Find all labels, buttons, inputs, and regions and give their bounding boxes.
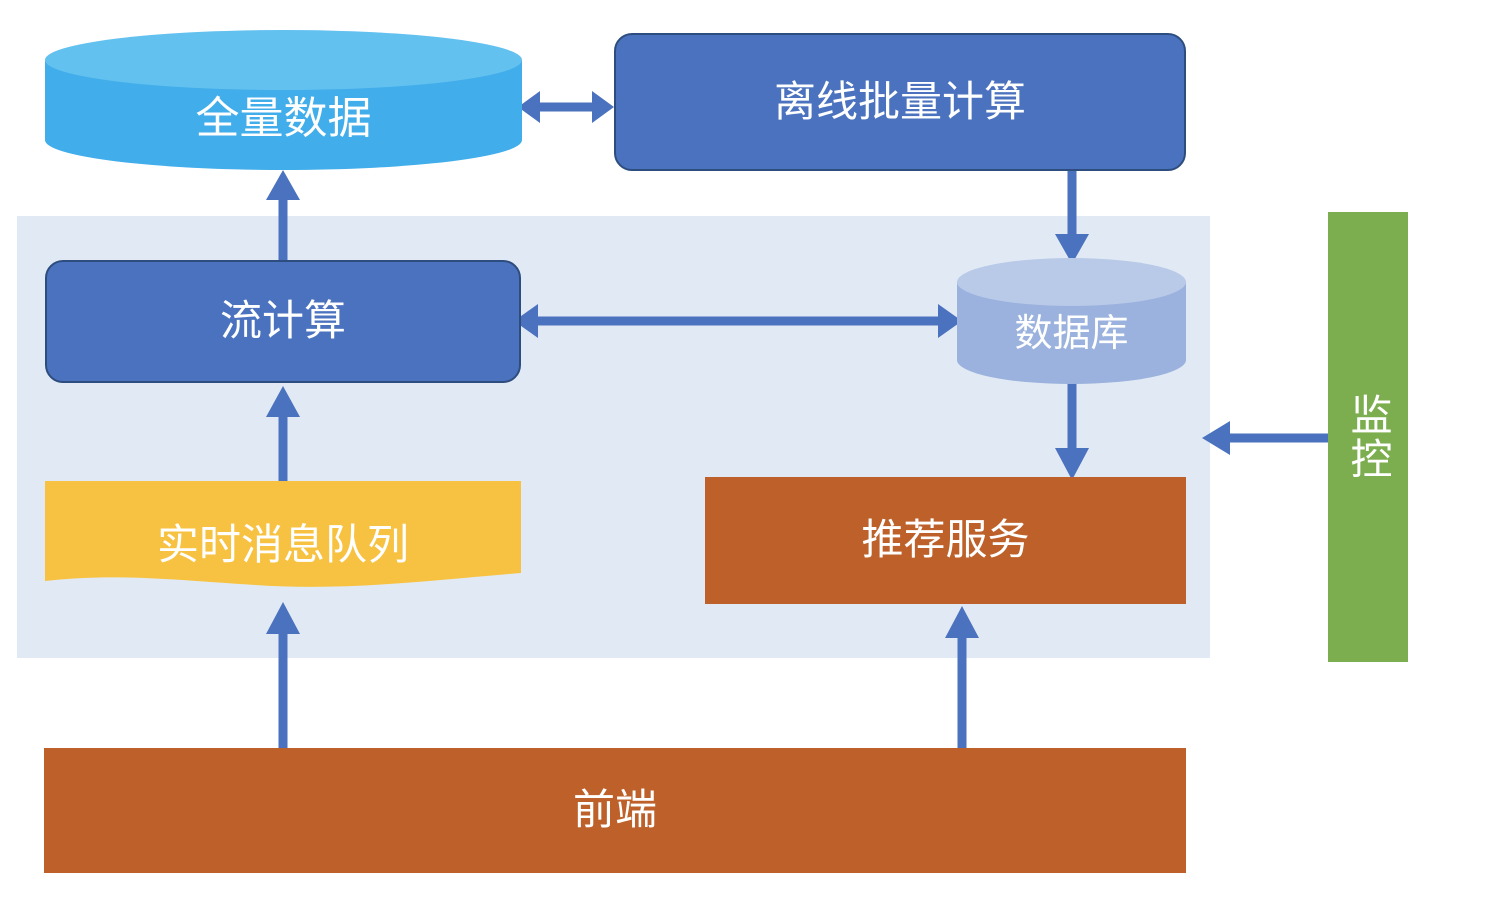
node-stream-compute[interactable]: 流计算 bbox=[45, 260, 521, 383]
node-offline-batch-label: 离线批量计算 bbox=[773, 77, 1026, 125]
node-database[interactable]: 数据库 bbox=[957, 258, 1186, 384]
node-recommend-service-label: 推荐服务 bbox=[861, 516, 1030, 564]
edge-frontend-to-recommend bbox=[941, 600, 983, 750]
node-frontend[interactable]: 前端 bbox=[44, 748, 1186, 873]
node-offline-batch[interactable]: 离线批量计算 bbox=[614, 33, 1186, 171]
node-stream-compute-label: 流计算 bbox=[219, 297, 346, 345]
node-monitoring-label: 监控 bbox=[1345, 393, 1393, 481]
node-database-label: 数据库 bbox=[1014, 313, 1129, 355]
node-full-data-label: 全量数据 bbox=[195, 94, 372, 143]
edge-fulldata-offlinebatch bbox=[516, 86, 616, 128]
edge-monitoring-to-platform bbox=[1200, 417, 1335, 459]
node-full-data[interactable]: 全量数据 bbox=[45, 30, 522, 170]
node-monitoring[interactable]: 监控 bbox=[1328, 212, 1408, 662]
node-message-queue-label: 实时消息队列 bbox=[156, 521, 409, 568]
edge-queue-to-stream bbox=[262, 383, 304, 483]
node-message-queue[interactable]: 实时消息队列 bbox=[45, 481, 521, 599]
edge-stream-to-fulldata bbox=[262, 168, 304, 262]
edge-stream-database bbox=[512, 300, 964, 342]
edge-frontend-to-queue bbox=[262, 596, 304, 750]
edge-database-to-recommend bbox=[1051, 378, 1093, 482]
edge-offlinebatch-to-database bbox=[1051, 170, 1093, 266]
node-recommend-service[interactable]: 推荐服务 bbox=[705, 477, 1186, 604]
node-frontend-label: 前端 bbox=[572, 786, 657, 834]
